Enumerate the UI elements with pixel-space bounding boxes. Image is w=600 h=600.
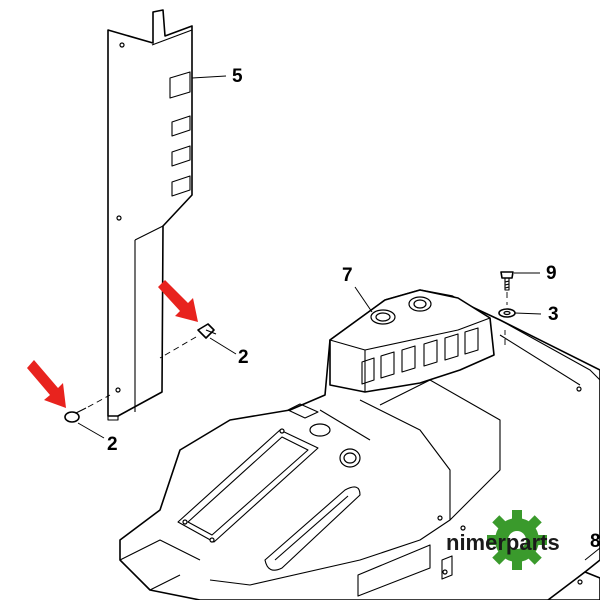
bolt-part-9 — [500, 271, 514, 305]
gear-icon — [487, 510, 547, 570]
red-arrow-upper — [158, 280, 198, 322]
callout-5: 5 — [232, 66, 243, 87]
callout-3: 3 — [548, 304, 559, 325]
callout-2-upper: 2 — [238, 347, 249, 368]
red-arrow-lower — [27, 360, 66, 408]
leader-7 — [354, 286, 373, 313]
callout-2-lower: 2 — [107, 434, 118, 455]
dashboard-housing-part-7 — [119, 289, 600, 600]
watermark-logo: nimerparts — [446, 510, 560, 570]
callout-9: 9 — [546, 263, 557, 284]
push-rivet-upper — [159, 323, 217, 359]
callout-7: 7 — [342, 265, 353, 286]
panel-part-8 — [547, 547, 600, 600]
callout-8: 8 — [590, 531, 600, 552]
watermark-text: nimerparts — [446, 530, 560, 555]
washer-part-3 — [498, 308, 516, 318]
leader-3 — [514, 312, 542, 315]
leader-5 — [191, 75, 227, 79]
push-rivet-lower — [64, 394, 111, 423]
leader-2-lower — [77, 422, 105, 439]
leader-2-upper — [209, 337, 237, 355]
trim-panel-part-5 — [107, 9, 193, 421]
